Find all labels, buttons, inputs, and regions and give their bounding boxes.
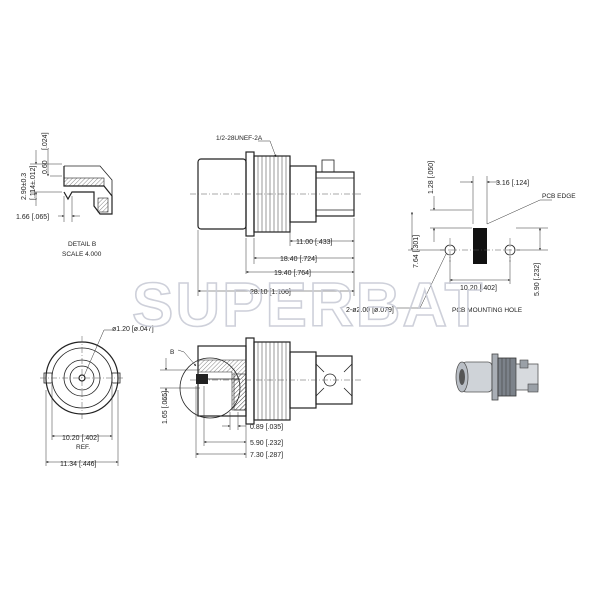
section-dim-165: 1.65 [.065] [162, 391, 169, 424]
pcb-dim-1020: 10.20 [.402] [460, 285, 497, 292]
pcb-dim-590: 5.90 [.232] [534, 263, 541, 296]
detail-lip-dim: 0.60 [42, 160, 49, 174]
pcb-hole-dim: 2-ø2.00 [ø.079] [346, 307, 394, 314]
detail-lip-inch-dim: [.024] [42, 132, 49, 150]
side-dim-4: 28.10 [1.106] [250, 289, 291, 296]
section-view: B 1.65 [.065] 0.89 [.035] 5.90 [.232] 7.… [160, 337, 362, 459]
detail-b-view: 2.90±0.3 [.114±.012] 0.60 [.024] 1.66 [.… [16, 132, 113, 258]
front-ref-dim: 10.20 [.402] [62, 435, 99, 442]
front-width-dim: 11.34 [.446] [60, 461, 97, 468]
section-dim-730: 7.30 [.287] [250, 452, 283, 459]
thread-spec: 1/2-28UNEF-2A [216, 135, 263, 142]
detail-height-dim: 2.90±0.3 [21, 173, 28, 200]
front-ref-label: REF. [76, 444, 90, 451]
pcb-dim-128: 1.28 [.050] [428, 161, 435, 194]
detail-scale: SCALE 4.000 [62, 251, 102, 258]
detail-height-inch-dim: [.114±.012] [30, 165, 37, 200]
section-dim-089: 0.89 [.035] [250, 424, 283, 431]
watermark-text: SUPERBAT [132, 271, 484, 340]
pcb-mounting-label: PCB MOUNTING HOLE [452, 307, 523, 314]
pcb-layout: 3.16 [.124] PCB EDGE 1.28 [.050] 7.64 [.… [346, 161, 576, 314]
pcb-dim-764: 7.64 [.301] [413, 235, 420, 268]
side-dim-3: 19.40 [.764] [274, 270, 311, 277]
front-view: ø1.20 [ø.047] 10.20 [.402] REF. 11.34 [.… [40, 326, 154, 468]
section-dim-590: 5.90 [.232] [250, 440, 283, 447]
pcb-dim-316: 3.16 [.124] [496, 180, 529, 187]
side-view: 1/2-28UNEF-2A 11.00 [.433] 18.40 [.724] … [190, 135, 362, 296]
detail-title: DETAIL B [68, 241, 96, 248]
side-dim-1: 11.00 [.433] [296, 239, 333, 246]
side-dim-2: 18.40 [.724] [280, 256, 317, 263]
pcb-edge-label: PCB EDGE [542, 193, 576, 200]
front-pin-dim: ø1.20 [ø.047] [112, 326, 154, 333]
section-label-b: B [170, 349, 174, 356]
detail-width-dim: 1.66 [.065] [16, 214, 49, 221]
connector-3d-render [455, 353, 539, 401]
